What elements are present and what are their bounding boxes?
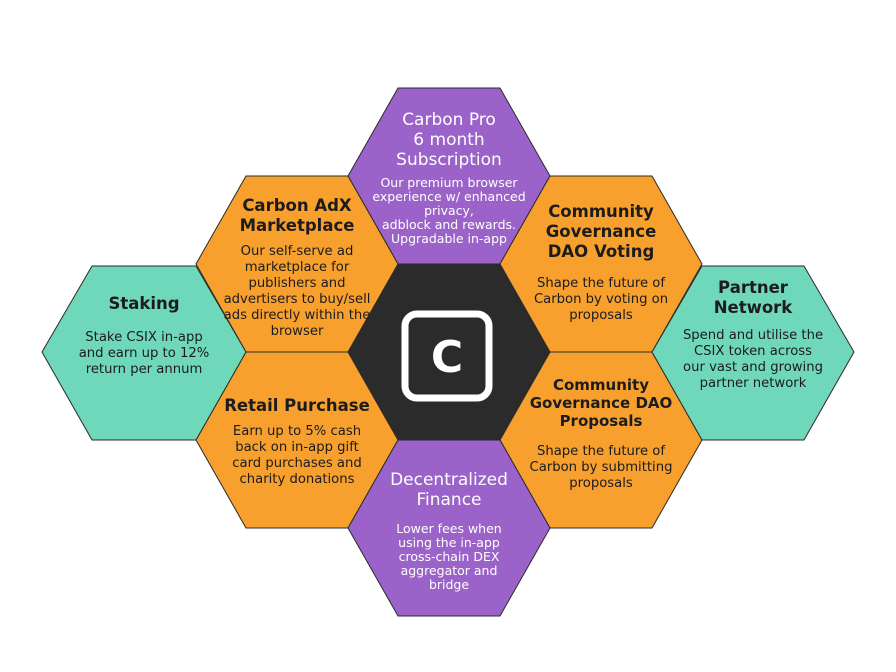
- dao-proposals-title: Community Governance DAO Proposals: [529, 376, 673, 430]
- adx-title: Carbon AdX Marketplace: [239, 196, 355, 235]
- dao-voting-title: Community Governance DAO Voting: [545, 202, 657, 261]
- dao-voting-desc: Shape the future of Carbon by voting on …: [533, 276, 669, 323]
- retail-text: Retail Purchase Earn up to 5% cash back …: [204, 396, 390, 488]
- adx-desc: Our self-serve ad marketplace for publis…: [223, 244, 371, 339]
- adx-text: Carbon AdX Marketplace Our self-serve ad…: [206, 196, 388, 340]
- dao-proposals-text: Community Governance DAO Proposals Shape…: [510, 376, 692, 492]
- dao-voting-text: Community Governance DAO Voting Shape th…: [510, 202, 692, 324]
- dao-proposals-desc: Shape the future of Carbon by submitting…: [529, 444, 673, 491]
- retail-desc: Earn up to 5% cash back on in-app gift c…: [232, 424, 362, 487]
- svg-text:C: C: [431, 332, 463, 383]
- carbon-pro-text: Carbon Pro 6 month Subscription Our prem…: [358, 110, 540, 246]
- staking-text: Staking Stake CSIX in-app and earn up to…: [58, 294, 230, 378]
- staking-title: Staking: [108, 294, 180, 313]
- staking-desc: Stake CSIX in-app and earn up to 12% ret…: [78, 330, 210, 377]
- partner-title: Partner Network: [713, 278, 793, 317]
- carbon-pro-desc: Our premium browser experience w/ enhanc…: [372, 175, 526, 246]
- defi-hexagon: [347, 439, 551, 617]
- defi-text: Decentralized Finance Lower fees when us…: [358, 470, 540, 592]
- carbon-pro-title: Carbon Pro 6 month Subscription: [396, 110, 502, 170]
- defi-title: Decentralized Finance: [390, 470, 508, 510]
- partner-text: Partner Network Spend and utilise the CS…: [660, 278, 846, 392]
- carbon-logo-icon: C: [401, 310, 493, 402]
- retail-title: Retail Purchase: [224, 396, 370, 415]
- partner-desc: Spend and utilise the CSIX token across …: [682, 328, 824, 391]
- staking-hexagon: [41, 265, 247, 441]
- partner-hexagon: [651, 265, 855, 441]
- defi-desc: Lower fees when using the in-app cross-c…: [396, 521, 502, 592]
